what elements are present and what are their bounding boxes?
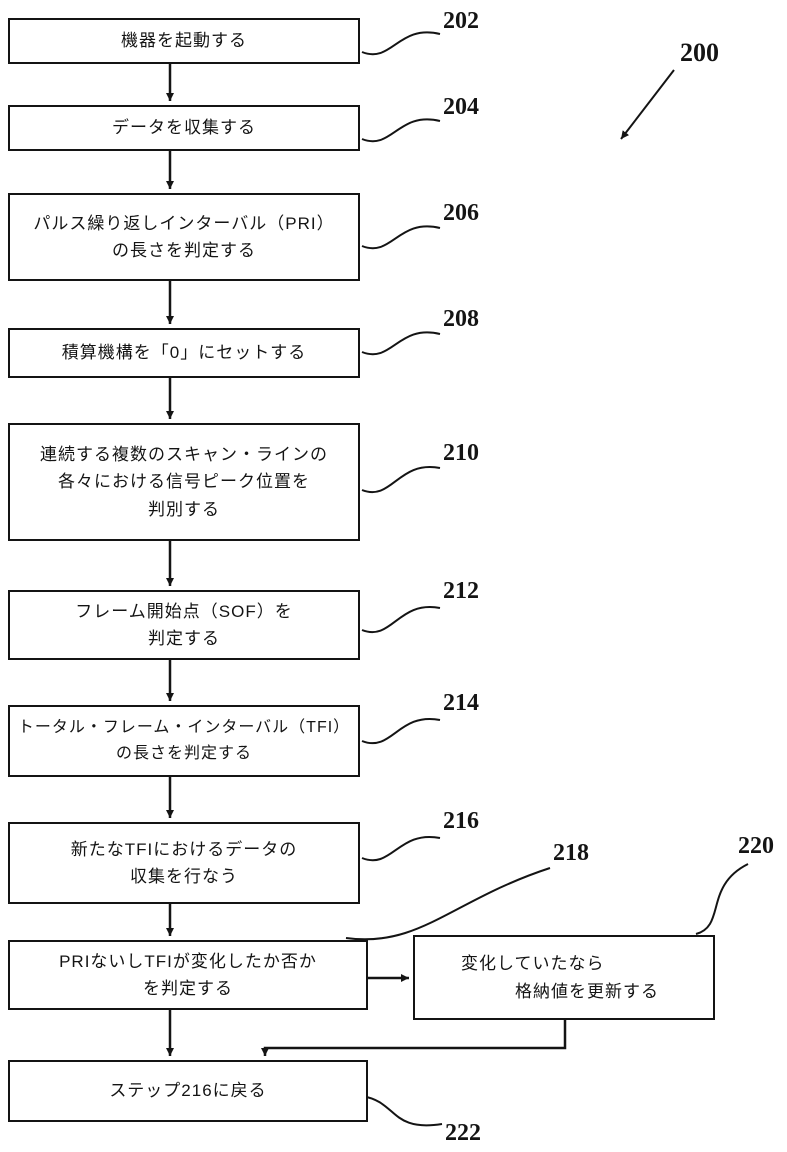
- step-text-214: トータル・フレーム・インターバル（TFI） の長さを判定する: [17, 719, 351, 762]
- step-box-218: PRIないしTFIが変化したか否か を判定する: [8, 940, 368, 1010]
- ref-label-202: 202: [443, 8, 479, 34]
- step-box-212: フレーム開始点（SOF）を 判定する: [8, 590, 360, 660]
- ref-connector-220: [695, 863, 749, 935]
- step-box-220: 変化していたなら 格納値を更新する: [413, 935, 715, 1020]
- step-box-216: 新たなTFIにおけるデータの 収集を行なう: [8, 822, 360, 904]
- step-box-204: データを収集する: [8, 105, 360, 151]
- ref-label-216: 216: [443, 808, 479, 834]
- step-text-206: パルス繰り返しインターバル（PRI） の長さを判定する: [33, 213, 335, 260]
- flow-arrow-220-222: [261, 1020, 567, 1056]
- step-text-202: 機器を起動する: [121, 31, 247, 51]
- ref-connector-214: [361, 717, 441, 745]
- step-text-204: データを収集する: [112, 118, 256, 138]
- ref-connector-222: [361, 1095, 443, 1127]
- step-box-202: 機器を起動する: [8, 18, 360, 64]
- step-text-222: ステップ216に戻る: [109, 1081, 267, 1101]
- ref-connector-218: [345, 867, 551, 941]
- ref-connector-216: [361, 835, 441, 862]
- ref-connector-206: [361, 225, 441, 250]
- ref-label-214: 214: [443, 690, 479, 716]
- figure-ref-arrow: [620, 69, 675, 140]
- step-text-212: フレーム開始点（SOF）を 判定する: [75, 601, 293, 648]
- step-box-208: 積算機構を「0」にセットする: [8, 328, 360, 378]
- step-text-220: 変化していたなら 格納値を更新する: [461, 954, 659, 1001]
- step-box-214: トータル・フレーム・インターバル（TFI） の長さを判定する: [8, 705, 360, 777]
- ref-connector-210: [361, 465, 441, 494]
- step-text-210: 連続する複数のスキャン・ラインの 各々における信号ピーク位置を 判別する: [40, 445, 328, 519]
- figure-ref-label: 200: [680, 38, 719, 67]
- ref-connector-208: [361, 331, 441, 356]
- ref-connector-202: [361, 31, 441, 56]
- ref-label-210: 210: [443, 440, 479, 466]
- step-text-216: 新たなTFIにおけるデータの 収集を行なう: [70, 839, 298, 886]
- step-box-210: 連続する複数のスキャン・ラインの 各々における信号ピーク位置を 判別する: [8, 423, 360, 541]
- ref-label-222: 222: [445, 1120, 481, 1146]
- ref-connector-204: [361, 118, 441, 143]
- ref-connector-212: [361, 605, 441, 634]
- ref-label-220: 220: [738, 833, 774, 859]
- step-box-206: パルス繰り返しインターバル（PRI） の長さを判定する: [8, 193, 360, 281]
- ref-label-204: 204: [443, 94, 479, 120]
- ref-label-212: 212: [443, 578, 479, 604]
- step-box-222: ステップ216に戻る: [8, 1060, 368, 1122]
- step-text-218: PRIないしTFIが変化したか否か を判定する: [59, 951, 317, 998]
- ref-label-218: 218: [553, 840, 589, 866]
- ref-label-208: 208: [443, 306, 479, 332]
- step-text-208: 積算機構を「0」にセットする: [61, 343, 307, 363]
- ref-label-206: 206: [443, 200, 479, 226]
